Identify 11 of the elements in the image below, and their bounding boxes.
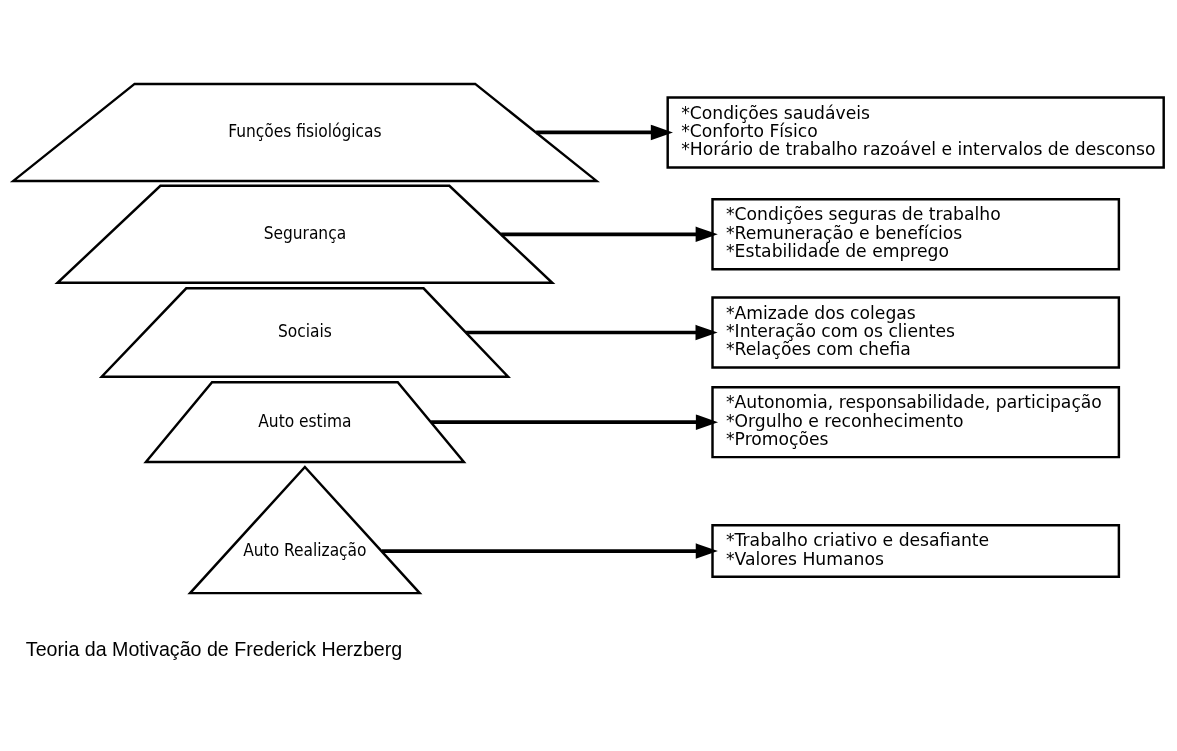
node-box: *Condições seguras de trabalho *Remuneração e benefícios *Estabilidade de emprego	[711, 198, 1121, 271]
node-box: *Trabalho criativo e desafiante *Valores Humanos	[711, 524, 1121, 579]
node-box: *Autonomia, responsabilidade, participação *Orgulho e reconhecimento *Promoções	[711, 385, 1121, 459]
arrow	[381, 543, 718, 559]
caption: Teoria da Motivação de Frederick Herzberg	[25, 637, 403, 660]
arrow	[501, 226, 718, 243]
arrow	[536, 124, 673, 141]
arrow	[431, 414, 719, 430]
node-box: *Condições saudáveis *Conforto Físico *Horário de trabalho razoável e intervalos de desconso	[666, 96, 1165, 169]
node-box: *Amizade dos colegas *Interação com os clientes *Relações com chefia	[711, 296, 1121, 369]
arrow	[465, 324, 718, 341]
